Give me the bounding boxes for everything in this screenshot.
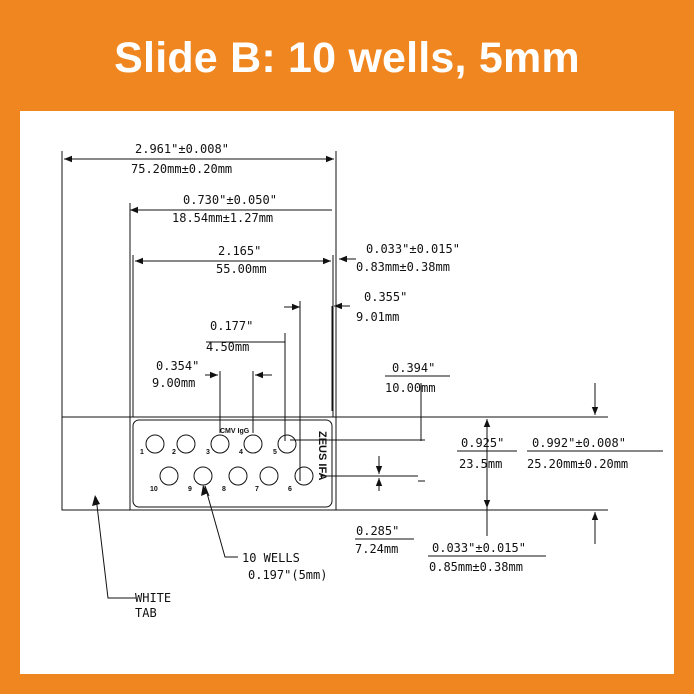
label-half-pitch-in: 0.177" xyxy=(210,319,253,333)
well-3 xyxy=(210,434,230,454)
wells-leader xyxy=(204,485,238,558)
well-4 xyxy=(243,434,263,454)
slide-outline xyxy=(61,416,337,511)
label-row-top-in: 0.394" xyxy=(392,361,435,375)
callout-wells-line2: 0.197"(5mm) xyxy=(248,568,327,582)
coated-area xyxy=(132,419,333,508)
well-number-5: 5 xyxy=(273,449,277,456)
label-coated-in: 2.165" xyxy=(218,244,261,258)
wells-leader-head xyxy=(204,485,210,497)
well-number-3: 3 xyxy=(206,449,210,456)
page-title: Slide B: 10 wells, 5mm xyxy=(114,34,580,82)
drawing-panel: 1 2 3 4 5 10 9 8 7 6 CMV IgG ZEUS IFA 2.… xyxy=(20,111,674,674)
label-width-inner-mm: 23.5mm xyxy=(459,457,502,471)
slide-brand: ZEUS IFA xyxy=(316,431,328,481)
label-pitch-mm: 9.00mm xyxy=(152,376,195,390)
wells-arrowhead xyxy=(201,485,208,496)
slide-dimension-drawing: 1 2 3 4 5 10 9 8 7 6 CMV IgG ZEUS IFA 2.… xyxy=(61,142,663,620)
well-number-7: 7 xyxy=(255,486,259,493)
well-8 xyxy=(228,466,248,486)
label-tab-in: 0.730"±0.050" xyxy=(183,193,277,207)
label-overall-mm: 75.20mm±0.20mm xyxy=(131,162,232,176)
label-width-total-mm: 25.20mm±0.20mm xyxy=(527,457,628,471)
well-2 xyxy=(176,434,196,454)
well-number-9: 9 xyxy=(188,486,192,493)
well-number-1: 1 xyxy=(140,449,144,456)
tab-leader xyxy=(95,496,136,599)
well-number-6: 6 xyxy=(288,486,292,493)
callout-tab-line2: TAB xyxy=(135,606,157,620)
well-number-4: 4 xyxy=(239,449,243,456)
label-coated-mm: 55.00mm xyxy=(216,262,267,276)
label-well-offset-in: 0.355" xyxy=(364,290,407,304)
label-well-offset-mm: 9.01mm xyxy=(356,310,399,324)
well-7 xyxy=(259,466,279,486)
label-row-top-mm: 10.00mm xyxy=(385,381,436,395)
label-edge-bottom-in: 0.033"±0.015" xyxy=(432,541,526,555)
well-9 xyxy=(193,466,213,486)
label-edge-right-in: 0.033"±0.015" xyxy=(366,242,460,256)
label-row-bottom-mm: 7.24mm xyxy=(355,542,398,556)
callout-tab-line1: WHITE xyxy=(135,591,171,605)
well-1 xyxy=(145,434,165,454)
label-half-pitch-mm: 4.50mm xyxy=(206,340,249,354)
well-number-10: 10 xyxy=(150,486,158,493)
callout-wells-line1: 10 WELLS xyxy=(242,551,300,565)
label-row-bottom-in: 0.285" xyxy=(356,524,399,538)
label-tab-mm: 18.54mm±1.27mm xyxy=(172,211,273,225)
slide-label: CMV IgG xyxy=(220,428,250,435)
well-number-2: 2 xyxy=(172,449,176,456)
label-pitch-in: 0.354" xyxy=(156,359,199,373)
well-10 xyxy=(159,466,179,486)
well-number-8: 8 xyxy=(222,486,226,493)
tab-arrowhead xyxy=(92,495,100,506)
label-edge-bottom-mm: 0.85mm±0.38mm xyxy=(429,560,523,574)
label-edge-right-mm: 0.83mm±0.38mm xyxy=(356,260,450,274)
label-overall-in: 2.961"±0.008" xyxy=(135,142,229,156)
well-5 xyxy=(277,434,297,454)
label-width-inner-in: 0.925" xyxy=(461,436,504,450)
label-width-total-in: 0.992"±0.008" xyxy=(532,436,626,450)
well-6 xyxy=(294,466,314,486)
